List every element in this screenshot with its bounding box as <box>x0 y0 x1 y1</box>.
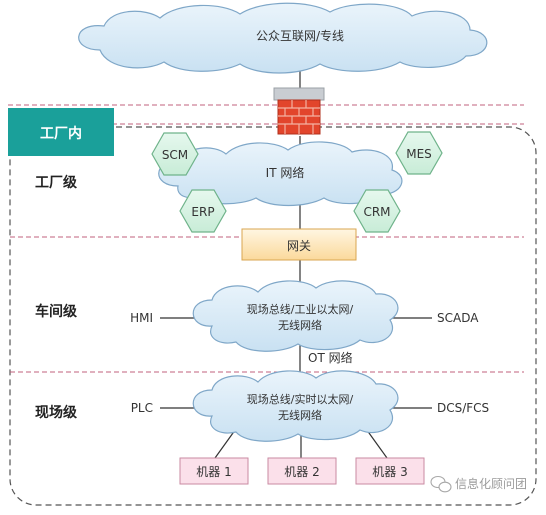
internet-cloud: 公众互联网/专线 <box>78 2 488 74</box>
node-scada: SCADA <box>437 311 479 325</box>
wechat-icon <box>430 475 452 493</box>
gateway-label: 网关 <box>287 239 311 253</box>
hexagon-crm-label: CRM <box>363 205 390 219</box>
ot-network-label: OT 网络 <box>308 350 353 365</box>
watermark: 信息化顾问团 <box>430 475 527 493</box>
hexagon-mes: MES <box>395 131 443 175</box>
field-cloud: 现场总线/实时以太网/ 无线网络 <box>192 370 399 442</box>
watermark-text: 信息化顾问团 <box>455 476 527 491</box>
it-network-cloud: IT 网络 <box>158 141 403 207</box>
hexagon-scm: SCM <box>151 132 199 176</box>
hexagon-erp: ERP <box>179 189 227 233</box>
factory-tab: 工厂内 <box>8 108 114 156</box>
it-network-label: IT 网络 <box>266 165 305 180</box>
internet-label: 公众互联网/专线 <box>256 28 344 43</box>
gateway-box: 网关 <box>241 228 357 261</box>
hexagon-crm: CRM <box>353 189 401 233</box>
machine-2-label: 机器 2 <box>284 465 319 479</box>
machine-3-label: 机器 3 <box>372 465 407 479</box>
node-hmi: HMI <box>130 311 153 325</box>
hexagon-scm-label: SCM <box>162 148 188 162</box>
node-dcs-fcs: DCS/FCS <box>437 401 489 415</box>
node-plc: PLC <box>131 401 153 415</box>
hexagon-erp-label: ERP <box>191 205 214 219</box>
level-label-factory: 工厂级 <box>35 174 78 191</box>
machine-2: 机器 2 <box>267 457 337 485</box>
level-label-field: 现场级 <box>35 404 78 421</box>
level-label-workshop: 车间级 <box>35 303 78 320</box>
hexagon-mes-label: MES <box>406 147 432 161</box>
field-cloud-line2: 无线网络 <box>278 408 322 422</box>
firewall-icon <box>273 87 325 135</box>
machine-1: 机器 1 <box>179 457 249 485</box>
workshop-cloud-line1: 现场总线/工业以太网/ <box>247 302 354 316</box>
field-cloud-line1: 现场总线/实时以太网/ <box>247 392 354 406</box>
workshop-cloud: 现场总线/工业以太网/ 无线网络 <box>192 280 399 352</box>
workshop-cloud-line2: 无线网络 <box>278 318 322 332</box>
machine-1-label: 机器 1 <box>196 465 231 479</box>
factory-tab-label: 工厂内 <box>40 125 82 142</box>
machine-3: 机器 3 <box>355 457 425 485</box>
